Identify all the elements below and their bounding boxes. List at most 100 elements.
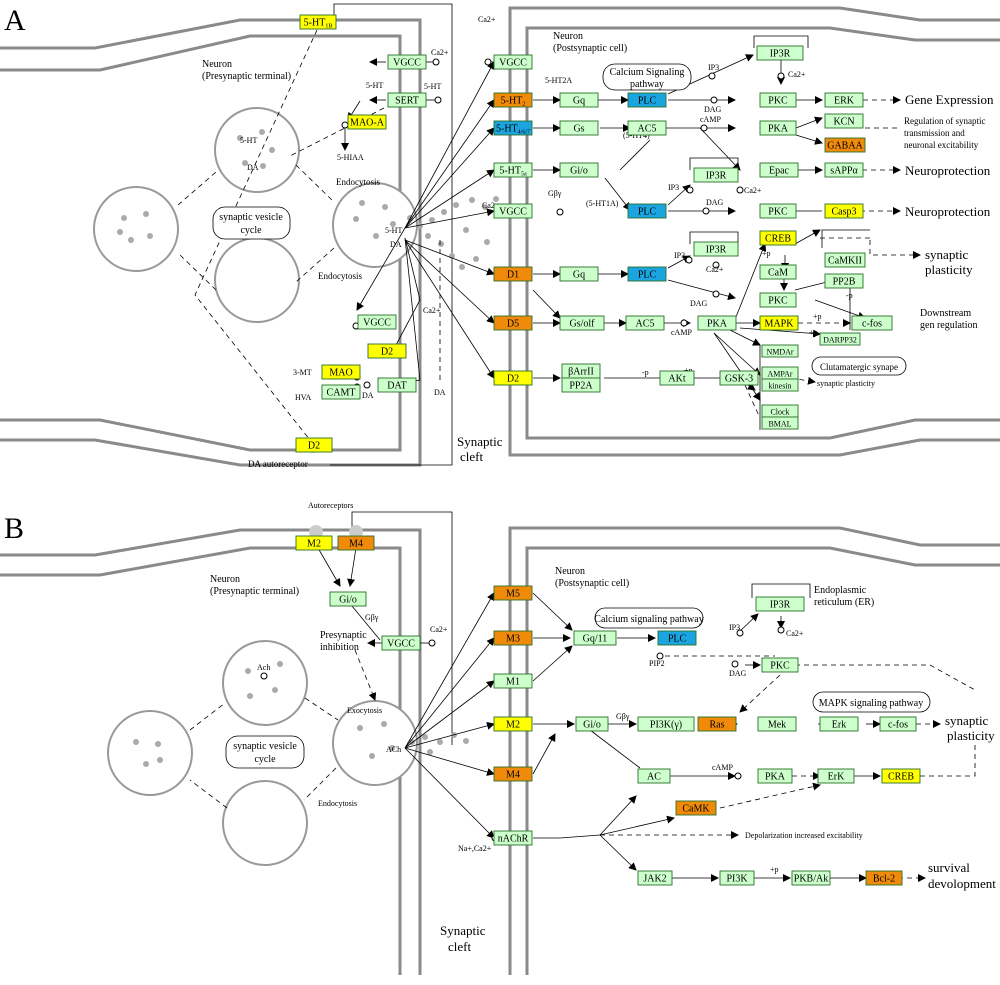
node-a-sappa[interactable]: sAPPα (824, 162, 864, 178)
node-box[interactable] (387, 92, 427, 108)
node-box[interactable] (693, 241, 739, 257)
node-a-d2-pre[interactable]: D2 (367, 343, 407, 359)
node-box[interactable] (824, 92, 864, 108)
node-box[interactable] (493, 92, 533, 108)
node-box[interactable] (819, 332, 861, 346)
node-box[interactable] (321, 384, 361, 400)
node-a-nmdar[interactable]: NMDAr (761, 344, 799, 358)
node-b-ip3r[interactable]: IP3R (755, 596, 805, 612)
node-a-cfos[interactable]: c-fos (851, 315, 893, 331)
node-b-gio-pre[interactable]: Gi/o (329, 591, 367, 607)
node-a-gq1[interactable]: Gq (559, 92, 599, 108)
node-box[interactable] (637, 716, 695, 732)
node-a-ac5-2[interactable]: AC5 (625, 315, 665, 331)
node-box[interactable] (625, 315, 665, 331)
node-box[interactable] (637, 768, 671, 784)
node-b-gq11[interactable]: Gq/11 (573, 630, 617, 646)
node-a-gq2[interactable]: Gq (559, 266, 599, 282)
node-box[interactable] (824, 273, 864, 289)
node-box[interactable] (759, 315, 799, 331)
node-box[interactable] (824, 113, 864, 129)
node-box[interactable] (321, 364, 361, 380)
node-box[interactable] (367, 343, 407, 359)
node-box[interactable] (791, 870, 831, 886)
node-a-ip3r1[interactable]: IP3R (756, 45, 804, 61)
node-b-gio[interactable]: Gi/o (575, 716, 609, 732)
node-box[interactable] (493, 54, 533, 70)
node-a-d1[interactable]: D1 (493, 266, 533, 282)
node-a-sert[interactable]: SERT (387, 92, 427, 108)
node-box[interactable] (759, 203, 797, 219)
node-box[interactable] (559, 162, 599, 178)
node-box[interactable] (824, 137, 866, 153)
node-b-m2[interactable]: M2 (493, 716, 533, 732)
node-a-bmal[interactable]: BMAL (761, 416, 799, 430)
node-box[interactable] (627, 266, 667, 282)
node-box[interactable] (295, 437, 333, 453)
node-a-plc1[interactable]: PLC (627, 92, 667, 108)
node-box[interactable] (719, 370, 759, 386)
node-box[interactable] (561, 377, 601, 393)
node-box[interactable] (493, 830, 533, 846)
node-box[interactable] (493, 120, 533, 136)
node-box[interactable] (759, 292, 797, 308)
node-a-5ht2[interactable]: 5-HT2 (493, 92, 533, 108)
node-a-epac[interactable]: Epac (759, 162, 799, 178)
node-box[interactable] (697, 716, 737, 732)
node-box[interactable] (387, 54, 427, 70)
node-a-pp2a[interactable]: PP2A (561, 377, 601, 393)
node-a-clock[interactable]: Clock (761, 404, 799, 418)
node-box[interactable] (757, 716, 797, 732)
node-b-pi3k[interactable]: PI3K (719, 870, 755, 886)
node-a-ip3r2[interactable]: IP3R (693, 167, 739, 183)
node-box[interactable] (559, 120, 599, 136)
node-a-akt[interactable]: AKt (659, 370, 695, 386)
node-a-dat[interactable]: DAT (377, 377, 417, 393)
node-box[interactable] (493, 203, 533, 219)
node-box[interactable] (627, 92, 667, 108)
node-box[interactable] (337, 535, 375, 551)
node-b-m4[interactable]: M4 (493, 766, 533, 782)
node-b-pkc[interactable]: PKC (761, 657, 799, 673)
node-a-gio[interactable]: Gi/o (559, 162, 599, 178)
node-a-mapk[interactable]: MAPK (759, 315, 799, 331)
node-a-barr[interactable]: βArrII (561, 363, 601, 379)
node-box[interactable] (761, 416, 799, 430)
node-a-vgcc-post1[interactable]: VGCC (493, 54, 533, 70)
node-a-kinesin[interactable]: kinesin (761, 378, 799, 392)
node-box[interactable] (761, 378, 799, 392)
node-box[interactable] (295, 535, 333, 551)
node-box[interactable] (851, 315, 893, 331)
node-a-vgcc-post2[interactable]: VGCC (493, 203, 533, 219)
node-b-vgcc[interactable]: VGCC (381, 635, 421, 651)
node-b-plc[interactable]: PLC (657, 630, 697, 646)
node-b-jak2[interactable]: JAK2 (637, 870, 673, 886)
node-box[interactable] (659, 370, 695, 386)
node-b-pka[interactable]: PKA (757, 768, 793, 784)
node-b-ac[interactable]: AC (637, 768, 671, 784)
node-a-plc2[interactable]: PLC (627, 203, 667, 219)
node-a-kcn[interactable]: KCN (824, 113, 864, 129)
node-a-camkii[interactable]: CaMKII (824, 252, 866, 268)
node-b-erk1[interactable]: Erk (819, 716, 859, 732)
node-a-mao[interactable]: MAO (321, 364, 361, 380)
node-box[interactable] (559, 266, 599, 282)
node-box[interactable] (559, 315, 605, 331)
node-a-pkc3[interactable]: PKC (759, 292, 797, 308)
node-box[interactable] (493, 630, 533, 646)
node-box[interactable] (381, 635, 421, 651)
node-box[interactable] (299, 14, 337, 30)
node-box[interactable] (756, 45, 804, 61)
node-box[interactable] (819, 716, 859, 732)
node-box[interactable] (357, 314, 397, 330)
node-b-camk[interactable]: CaMK (675, 800, 717, 816)
node-box[interactable] (879, 716, 917, 732)
node-b-m3[interactable]: M3 (493, 630, 533, 646)
node-box[interactable] (755, 596, 805, 612)
node-a-maoa[interactable]: MAO-A (347, 114, 387, 130)
node-box[interactable] (759, 162, 799, 178)
node-box[interactable] (881, 768, 921, 784)
node-box[interactable] (693, 167, 739, 183)
node-a-pkc1[interactable]: PKC (759, 92, 797, 108)
node-box[interactable] (347, 114, 387, 130)
